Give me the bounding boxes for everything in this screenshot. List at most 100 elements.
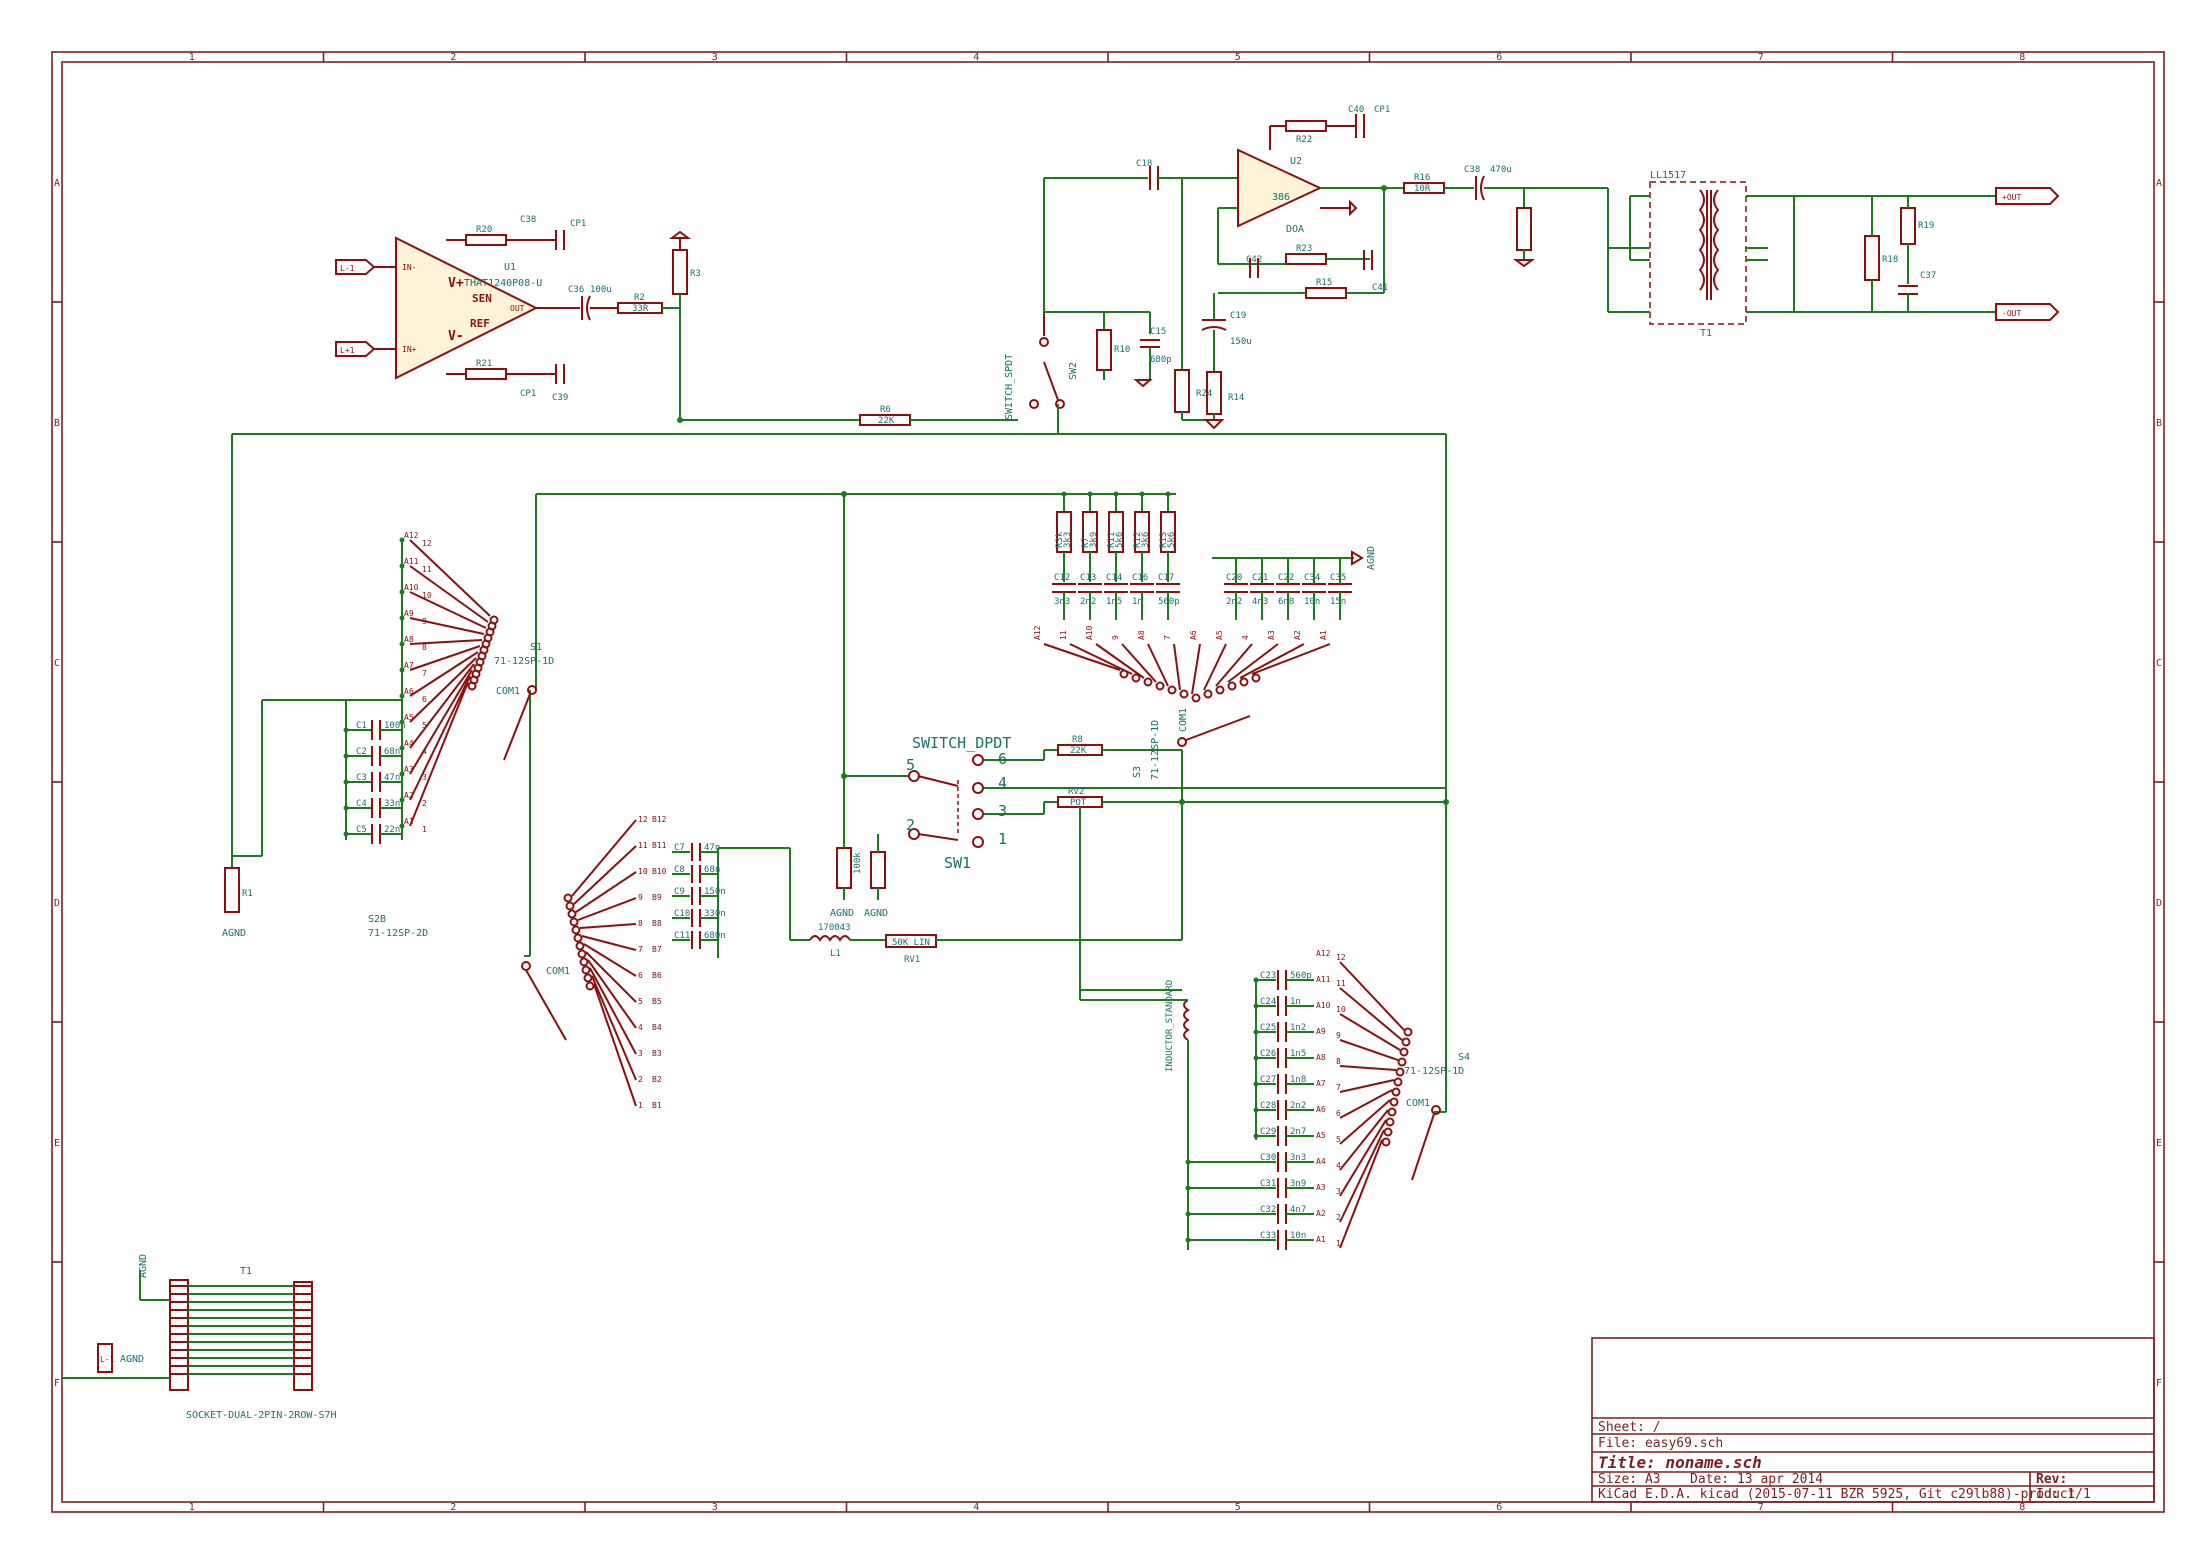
s3-cap-ref: C16: [1132, 573, 1148, 583]
s4-pin-number: 2: [1336, 1213, 1341, 1222]
c18-ref: C18: [1136, 159, 1152, 169]
s2-pin-label: B6: [652, 971, 662, 980]
c15-ground: [1133, 379, 1153, 388]
c37-ref: C37: [1920, 271, 1936, 281]
s4-cap-value: 1n: [1290, 997, 1301, 1007]
s2-cap-ref: C7: [674, 843, 685, 853]
s2-pin-number: 2: [638, 1075, 643, 1084]
s4-pin-label: A11: [1316, 975, 1331, 984]
s4-pin-number: 8: [1336, 1057, 1341, 1066]
s4-cap-value: 10n: [1290, 1231, 1306, 1241]
out-minus-text: -OUT: [2002, 309, 2021, 318]
s1-pin-number: 2: [422, 799, 427, 808]
t1-outline: [1649, 181, 1747, 325]
r2-ref: R2: [634, 293, 645, 303]
rv2-value: POT: [1070, 798, 1087, 808]
l-plus-label-text: L+1: [340, 346, 355, 355]
rv1-ref: RV1: [904, 955, 920, 965]
row-label-right: C: [2156, 658, 2162, 669]
l1-value: 170043: [818, 923, 851, 933]
column-label-top: 2: [450, 52, 456, 63]
s4-cap-ref: C27: [1260, 1075, 1276, 1085]
sw1-pin5: 5: [906, 756, 915, 774]
s1-pin-number: 3: [422, 773, 427, 782]
u2-doa: DOA: [1286, 224, 1304, 235]
s4-cap-ref: C28: [1260, 1101, 1276, 1111]
column-label-top: 8: [2019, 52, 2025, 63]
s3-cap-value: 1n5: [1106, 597, 1122, 607]
s3-pin-label: A10: [1085, 625, 1094, 640]
s3-res-ref: R3k: [1055, 531, 1065, 548]
con-t1-ref: T1: [240, 1266, 252, 1277]
l2-inductor: [1183, 999, 1190, 1041]
s4-cap-value: 1n2: [1290, 1023, 1306, 1033]
sw1-pin1: 1: [998, 830, 1007, 848]
s4-cap-value: 1n8: [1290, 1075, 1306, 1085]
s3-pin-label: A2: [1293, 630, 1302, 640]
s3-cap-ref: C12: [1054, 573, 1070, 583]
s3-agnd-arrow: [1351, 550, 1364, 566]
row-label-right: B: [2156, 418, 2162, 429]
s3-pin-label: A1: [1319, 630, 1328, 640]
s2-cap-ref: C10: [674, 909, 690, 919]
s4-cap-ref: C29: [1260, 1127, 1276, 1137]
sw1-pin2: 2: [906, 816, 915, 834]
s1-pin-number: 8: [422, 643, 427, 652]
s2-pin-number: 11: [638, 841, 648, 850]
con-footprint: SOCKET-DUAL-2PIN-2ROW-S7H: [186, 1410, 337, 1421]
s4-pin-label: A12: [1316, 949, 1331, 958]
s4-pin-number: 3: [1336, 1187, 1341, 1196]
s4-cap-value: 4n7: [1290, 1205, 1306, 1215]
s3-res-ref: R12: [1133, 532, 1143, 548]
c36-value: 100u: [590, 285, 612, 295]
u1-out: OUT: [510, 304, 525, 313]
u1-in-minus: IN-: [402, 263, 416, 272]
s4-cap-value: 2n7: [1290, 1127, 1306, 1137]
r4-value: 100k: [853, 852, 863, 874]
l2-value: INDUCTOR_STANDARD: [1165, 980, 1175, 1072]
s3-pin-label: 9: [1111, 635, 1120, 640]
tb-sheet: Sheet: /: [1598, 1420, 1661, 1435]
s1-cap-ref: C2: [356, 747, 367, 757]
s3-cap-value: 2n2: [1080, 597, 1096, 607]
s1-cap-value: 33n: [384, 799, 400, 809]
s2b-com1: COM1: [546, 966, 570, 977]
s4-pin-number: 9: [1336, 1031, 1341, 1040]
s4-cap-ref: C26: [1260, 1049, 1276, 1059]
s4-pin-number: 7: [1336, 1083, 1341, 1092]
s4-pin-label: A8: [1316, 1053, 1326, 1062]
s2-cap-value: 150n: [704, 887, 726, 897]
s2-pin-label: B9: [652, 893, 662, 902]
s4-cap-ref: C33: [1260, 1231, 1276, 1241]
s4-ref: S4: [1458, 1052, 1470, 1063]
sw2-value: SWITCH_SPDT: [1004, 354, 1015, 420]
u2-ground: [1203, 419, 1225, 430]
s1-pin-label: A3: [404, 765, 414, 774]
tb-rev: Rev:: [2036, 1472, 2067, 1487]
s3-cap-ref: C21: [1252, 573, 1268, 583]
s1-cap-value: 22n: [384, 825, 400, 835]
r18-ref: R18: [1882, 255, 1898, 265]
r22-resistor: [1285, 120, 1327, 132]
s2-pin-label: B1: [652, 1101, 662, 1110]
c41-ref: C41: [1372, 283, 1388, 293]
t1-secondary-coil: [1713, 189, 1720, 291]
column-label-bottom: 3: [712, 1502, 718, 1513]
s3-cap-value: 4n3: [1252, 597, 1268, 607]
s1-pin-number: 1: [422, 825, 427, 834]
s3-cap-value: 15n: [1330, 597, 1346, 607]
r17-ground: [1513, 259, 1535, 268]
s4-pin-number: 5: [1336, 1135, 1341, 1144]
s4-pin-number: 12: [1336, 953, 1346, 962]
u2-ref: U2: [1290, 156, 1302, 167]
c38-value: 470u: [1490, 165, 1512, 175]
r6-value: 22K: [878, 416, 895, 426]
s3-pin-label: 7: [1163, 635, 1172, 640]
s1-pin-label: A8: [404, 635, 414, 644]
c19-ref: C19: [1230, 311, 1246, 321]
s3-ref: S3: [1132, 766, 1143, 778]
column-label-bottom: 8: [2019, 1502, 2025, 1513]
s2-pin-label: B12: [652, 815, 667, 824]
